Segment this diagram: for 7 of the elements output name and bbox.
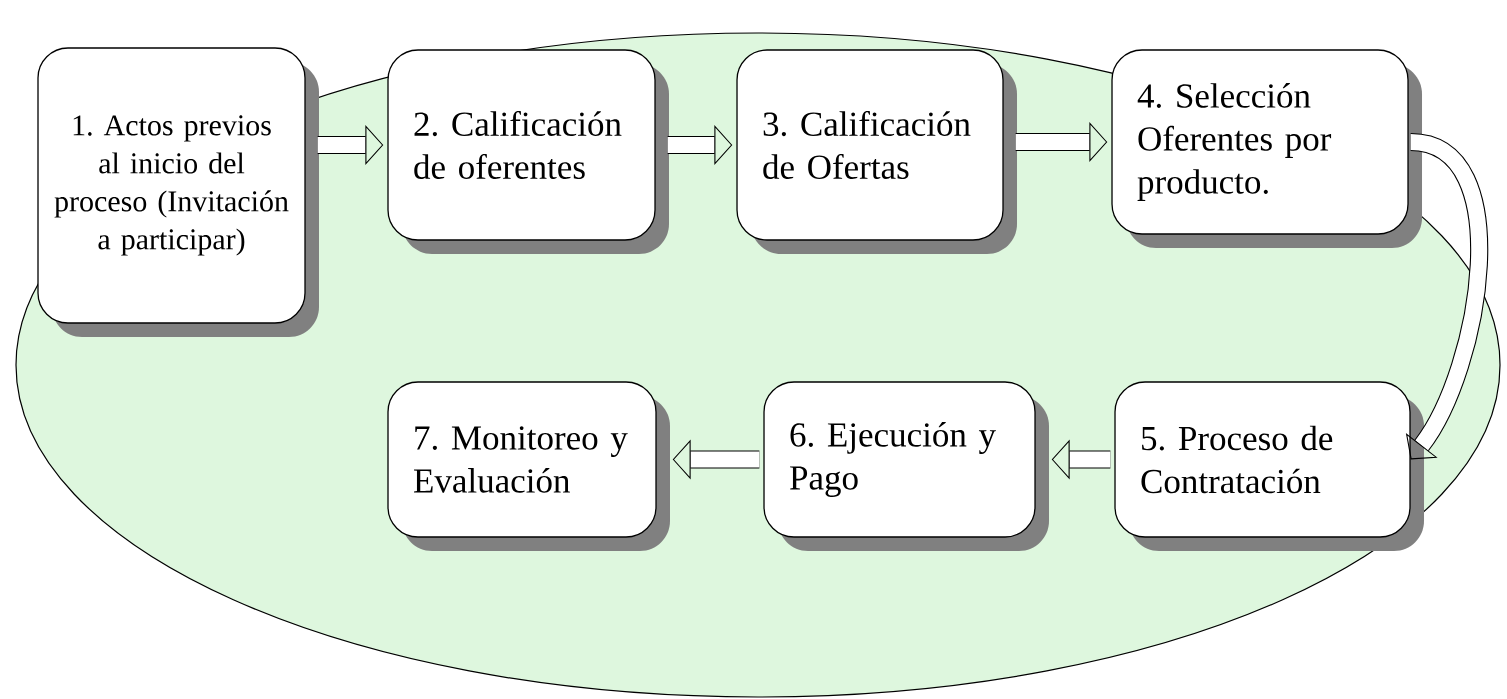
- process-box: 7. Monitoreo y Evaluación: [387, 381, 670, 551]
- process-box: 4. Selección Oferentes por producto.: [1111, 49, 1422, 248]
- process-box: 6. Ejecución y Pago: [763, 381, 1049, 551]
- process-box: 5. Proceso de Contratación: [1114, 381, 1424, 551]
- process-box: 1. Actos previos al inicio del proceso (Invitación a participar): [37, 47, 319, 337]
- process-box: 3. Calificación de Ofertas: [736, 49, 1017, 254]
- process-box: 2. Calificación de oferentes: [387, 49, 669, 254]
